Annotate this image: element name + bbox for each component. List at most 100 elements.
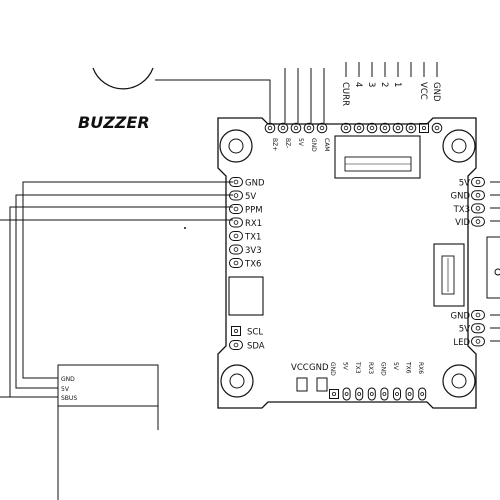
flight-controller-board <box>217 117 477 409</box>
top-pad-label-bz: BZ- <box>284 138 291 148</box>
right-top-label-5v-0: 5V <box>459 179 470 189</box>
buzzer-body <box>92 67 154 90</box>
top-connector <box>334 135 421 179</box>
top-pad-5v-hole <box>293 125 299 131</box>
i2c-pad-label-scl: SCL <box>247 328 263 338</box>
top-pad-label-cam: CAM <box>323 138 330 151</box>
bottom-pad-5v-1 <box>342 387 351 401</box>
buzzer-title: BUZZER <box>78 113 150 132</box>
i2c-pad-sda-hole <box>233 342 239 348</box>
bottom-label-vcc: VCC <box>291 363 309 373</box>
left-pad-gnd-0 <box>229 177 243 187</box>
right-bottom-label-led-2: LED <box>453 338 470 348</box>
left-pad-ppm-2-hole <box>233 206 239 212</box>
left-pad-label-ppm-2: PPM <box>245 206 263 216</box>
mount-hole-top-left <box>219 129 253 163</box>
right-bottom-pad-led-2-hole <box>475 339 481 344</box>
top-header-pad-square <box>419 123 429 133</box>
top-header-pad-3-hole <box>382 125 388 131</box>
left-pad-rx1-3 <box>229 217 243 228</box>
top-header-pad-2-hole <box>369 125 375 131</box>
right-top-label-vid-3: VID <box>455 218 470 228</box>
left-pad-label-3v3-5: 3V3 <box>245 246 262 256</box>
bottom-pad-tx6-6 <box>405 387 414 401</box>
receiver-pins: GND 5V SBUS <box>61 376 77 402</box>
right-top-pad-tx3-2 <box>471 203 485 214</box>
top-header-label-4: 3 <box>366 82 376 87</box>
left-pad-label-gnd-0: GND <box>245 179 265 189</box>
top-header-pad-4-hole <box>395 125 401 131</box>
left-pad-5v-1 <box>229 190 243 201</box>
i2c-pad-label-sda: SDA <box>247 342 265 352</box>
top-header-label-0: GND <box>431 82 441 102</box>
top-header-pad-1-hole <box>356 125 362 131</box>
bottom-pad-tx3-2 <box>355 387 364 401</box>
bottom-pad-label-tx6-6: TX6 <box>405 361 412 374</box>
bottom-label-gnd: GND <box>309 363 329 373</box>
left-pad-gnd-0-hole <box>233 179 239 185</box>
receiver-pin-5v: 5V <box>61 386 70 393</box>
bottom-pad-hole-4 <box>382 392 387 396</box>
right-top-label-tx3-2: TX3 <box>453 205 470 215</box>
bottom-pad-hole-6 <box>407 392 412 396</box>
top-pad-bz <box>277 122 289 134</box>
bottom-pad-label-rx6-7: RX6 <box>417 362 424 374</box>
right-top-pad-5v-0 <box>471 177 485 187</box>
bottom-pad-label-5v-5: 5V <box>392 362 399 371</box>
left-pad-3v3-5-hole <box>233 247 239 252</box>
i2c-pad-scl-hole <box>233 328 238 333</box>
right-bottom-label-gnd-0: GND <box>451 312 471 322</box>
left-pad-ppm-2 <box>229 204 243 214</box>
left-pad-rx1-3-hole <box>233 220 239 225</box>
left-pad-label-tx1-4: TX1 <box>244 233 261 243</box>
top-pad-gnd <box>303 122 315 134</box>
right-bottom-pad-gnd-0-hole <box>475 312 481 318</box>
top-pad-label-gnd: GND <box>310 138 317 152</box>
left-pad-tx6-6-hole <box>233 260 239 266</box>
bottom-pad-rx3-3 <box>367 387 376 401</box>
board-chip <box>228 276 264 316</box>
bottom-pad-hole-1 <box>344 392 349 396</box>
right-top-pad-gnd-1-hole <box>475 192 481 198</box>
top-header-label-1: VCC <box>418 82 428 100</box>
bottom-pad-hole-7 <box>420 392 425 396</box>
bottom-pad-label-5v-1: 5V <box>342 362 349 371</box>
i2c-pad-sda <box>229 340 243 350</box>
top-header-pad-square-hole <box>421 126 426 131</box>
bottom-pad-label-gnd-4: GND <box>379 362 386 376</box>
receiver-pin-gnd: GND <box>61 376 75 383</box>
top-pad-gnd-hole <box>306 125 312 131</box>
top-header-label-6: CURR <box>340 82 350 106</box>
receiver-pin-sbus: SBUS <box>61 395 77 402</box>
mount-hole-bottom-left <box>220 364 254 398</box>
top-pad-bz-hole <box>267 125 273 131</box>
bottom-pad-5v-5 <box>393 387 401 401</box>
top-pad-bz-hole <box>280 125 286 131</box>
bottom-pad-gnd-4 <box>380 387 389 401</box>
usb-connector <box>433 243 465 307</box>
top-pad-label-5v: 5V <box>297 138 304 147</box>
right-top-pad-gnd-1 <box>471 190 485 201</box>
top-header-label-5: 4 <box>353 82 363 87</box>
left-pad-label-tx6-6: TX6 <box>244 260 261 270</box>
bottom-pad-rx6-7 <box>418 387 427 401</box>
top-header-pad-1 <box>353 122 365 134</box>
right-bottom-pad-5v-1 <box>471 323 485 334</box>
wires <box>0 62 500 500</box>
top-pad-cam-hole <box>319 125 325 131</box>
board-outline <box>217 117 477 409</box>
right-bottom-pad-5v-1-hole <box>475 325 481 331</box>
left-pad-tx6-6 <box>229 258 243 268</box>
top-header-pad-5-hole <box>408 125 414 131</box>
vcc-gnd-pad-group <box>296 377 328 392</box>
right-bottom-pad-led-2 <box>471 336 485 347</box>
right-top-pad-vid-3 <box>471 216 485 227</box>
top-header-pad-4 <box>392 122 404 134</box>
